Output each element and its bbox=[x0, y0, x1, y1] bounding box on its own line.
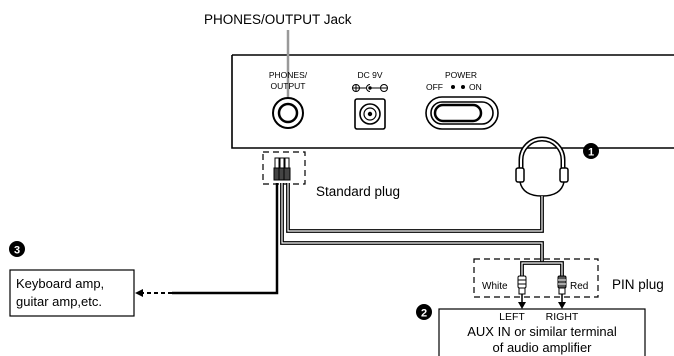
right-arrow-head bbox=[558, 302, 566, 309]
marker-3-circle bbox=[9, 241, 25, 257]
phones-label-line2: OUTPUT bbox=[271, 81, 306, 91]
dc-polarity-icon bbox=[352, 84, 388, 92]
pin-plug-label: PIN plug bbox=[612, 277, 664, 292]
pin-plug-box bbox=[473, 258, 599, 298]
aux-in-box bbox=[438, 308, 646, 356]
keyboard-amp-line2: guitar amp,etc. bbox=[16, 294, 102, 309]
phones-jack-title: PHONES/OUTPUT Jack bbox=[204, 12, 352, 27]
standard-plug-icon bbox=[273, 157, 291, 181]
left-arrow-head bbox=[518, 302, 526, 309]
phones-label-line1: PHONES/ bbox=[269, 70, 308, 80]
dc-jack-pin bbox=[367, 111, 373, 117]
pin-plug-cable-core bbox=[281, 183, 543, 263]
white-pin-plug-icon bbox=[517, 275, 527, 295]
headphones-icon bbox=[515, 136, 569, 197]
left-label: LEFT bbox=[499, 311, 525, 323]
marker-1-number: 1 bbox=[588, 147, 594, 159]
power-off-dot bbox=[451, 85, 455, 89]
phones-jack-hole bbox=[277, 102, 299, 124]
aux-in-line1: AUX IN or similar terminal bbox=[467, 324, 617, 339]
standard-plug-box bbox=[262, 151, 306, 185]
marker-3-number: 3 bbox=[14, 245, 20, 257]
amp-arrow bbox=[135, 289, 143, 297]
pin-split-cable-core bbox=[521, 262, 563, 276]
pin-split-cable bbox=[520, 261, 564, 276]
aux-in-line2: of audio amplifier bbox=[493, 340, 593, 355]
right-label: RIGHT bbox=[546, 311, 579, 323]
power-label: POWER bbox=[445, 70, 477, 80]
power-on-dot bbox=[461, 85, 465, 89]
marker-1 bbox=[583, 143, 599, 159]
marker-2-circle bbox=[416, 304, 432, 320]
red-label: Red bbox=[570, 281, 588, 292]
power-switch-knob bbox=[433, 103, 483, 123]
power-off-label: OFF bbox=[426, 82, 443, 92]
amp-cable bbox=[172, 183, 279, 295]
dc-label: DC 9V bbox=[357, 70, 382, 80]
keyboard-amp-line1: Keyboard amp, bbox=[16, 276, 104, 291]
standard-plug-label: Standard plug bbox=[316, 184, 400, 199]
white-label: White bbox=[482, 281, 508, 292]
marker-2-number: 2 bbox=[421, 308, 427, 320]
red-pin-plug-icon bbox=[557, 275, 567, 295]
headphone-cable-core bbox=[287, 183, 543, 232]
keyboard-amp-box bbox=[9, 269, 135, 317]
power-on-label: ON bbox=[469, 82, 482, 92]
